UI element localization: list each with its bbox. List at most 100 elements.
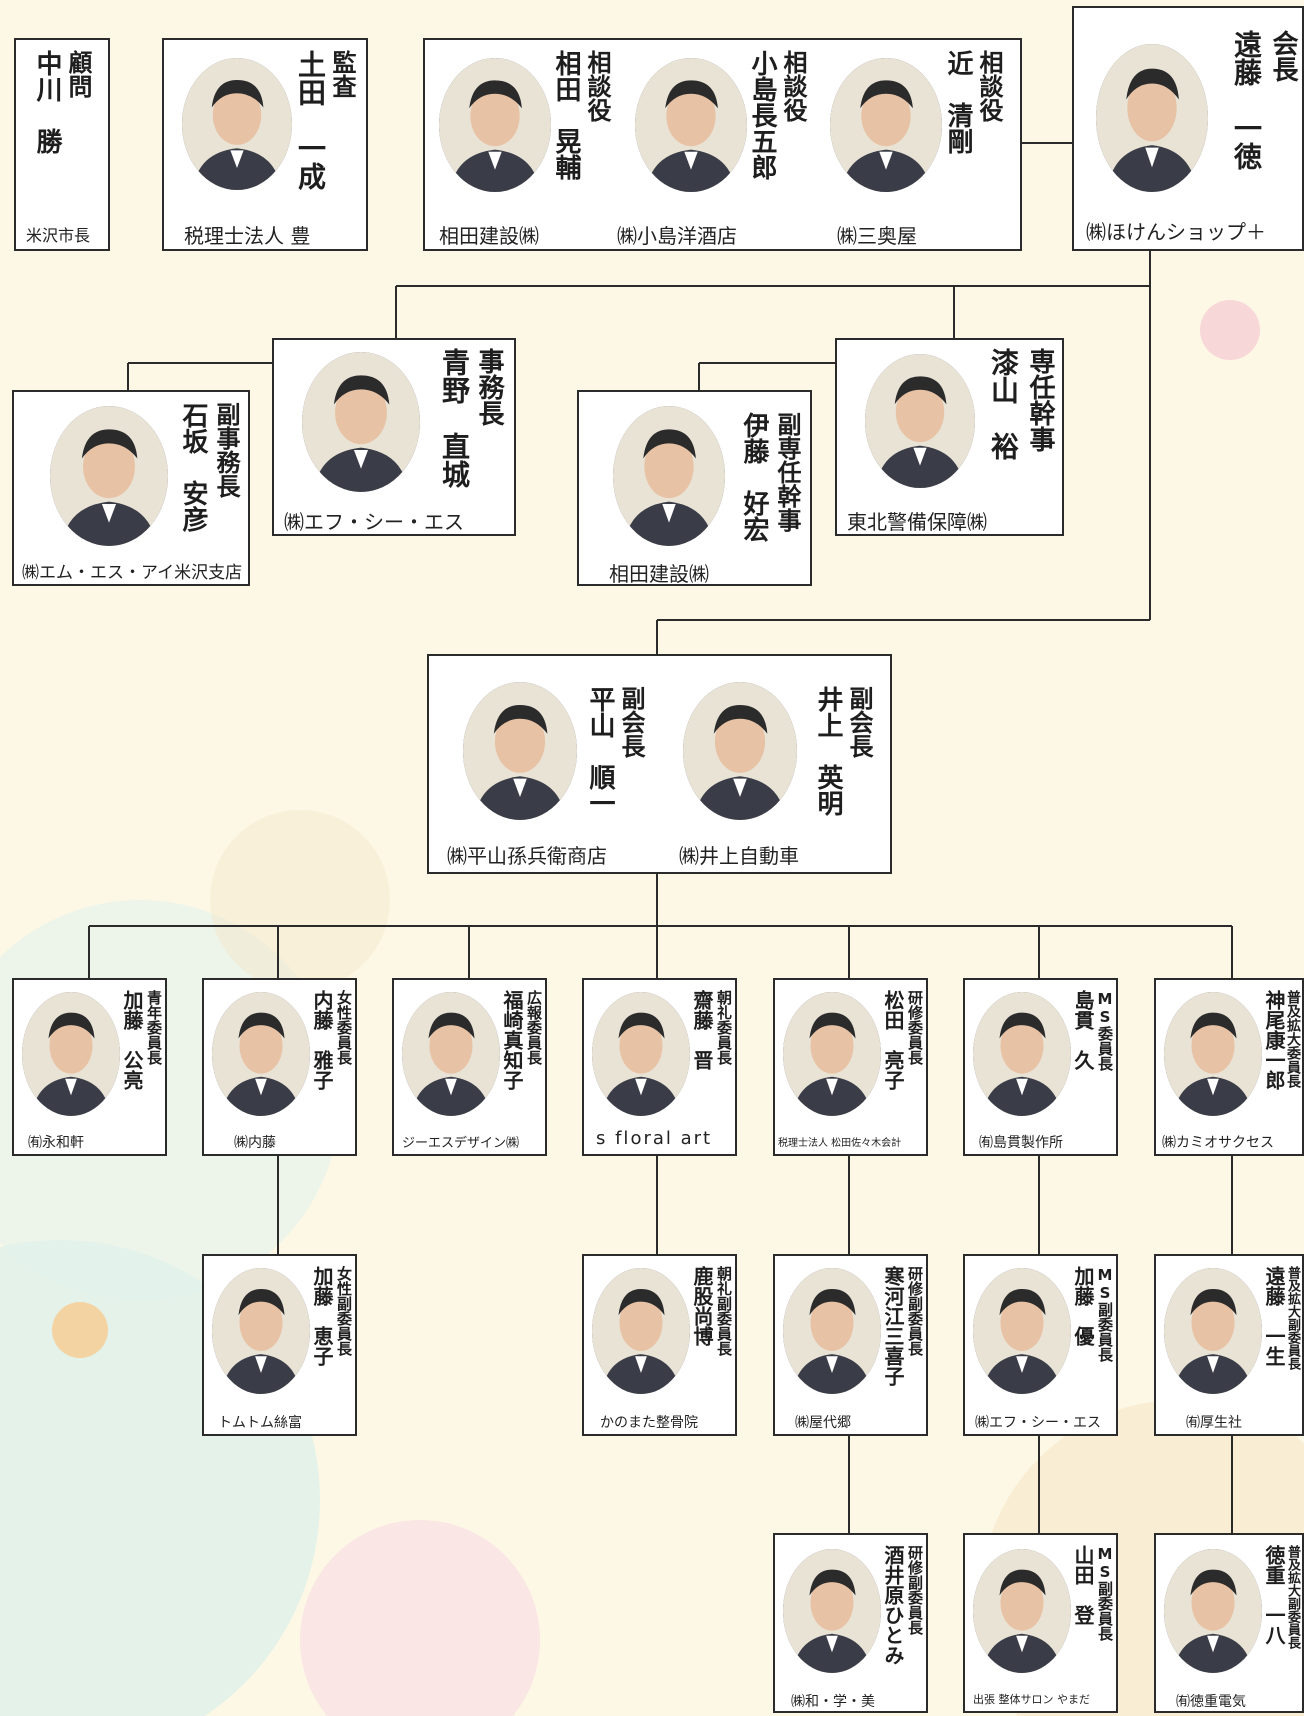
company: ㈱小島洋酒店 <box>617 224 737 248</box>
card-training-vice-chair-1: 寒河江三喜子 研修副委員長 ㈱屋代郷 <box>773 1254 928 1436</box>
name: 鹿股尚博 <box>690 1266 714 1346</box>
role: 専任幹事 <box>1025 348 1055 452</box>
card-morning-vice-chair: 鹿股尚博 朝礼副委員長 かのまた整骨院 <box>582 1254 737 1436</box>
name: 伊藤 好宏 <box>739 412 769 542</box>
card-vice-executive: 伊藤 好宏 副専任幹事 相田建設㈱ <box>577 390 812 586</box>
card-auditor: 土田 一成 監査 税理士法人 豊 <box>162 38 368 251</box>
name: 加藤 恵子 <box>310 1266 334 1366</box>
name: 齋藤 晋 <box>690 990 714 1070</box>
company: ㈲徳重電気 <box>1176 1694 1246 1710</box>
company: 出張 整体サロン やまだ <box>973 1693 1090 1706</box>
role: 相談役 <box>975 50 1003 122</box>
name: 酒井原ひとみ <box>881 1545 905 1665</box>
company: ㈲厚生社 <box>1186 1415 1242 1431</box>
portrait-photo <box>1164 1549 1262 1673</box>
company: ㈱井上自動車 <box>679 844 799 868</box>
role: 研修副委員長 <box>906 1266 924 1356</box>
role: 女性委員長 <box>335 990 353 1065</box>
portrait-photo <box>683 682 797 820</box>
name: 平山 順一 <box>585 686 615 816</box>
card-vice-presidents: 平山 順一 副会長 ㈱平山孫兵衛商店 井上 英明 副会長 ㈱井上自動車 <box>427 654 892 874</box>
company: ㈱エム・エス・アイ米沢支店 <box>22 563 243 583</box>
name: 松田 亮子 <box>881 990 905 1090</box>
role: 朝礼委員長 <box>715 990 733 1065</box>
card-executive: 漆山 裕 専任幹事 東北警備保障㈱ <box>835 338 1064 536</box>
name: 島貫 久 <box>1071 990 1095 1070</box>
role: 顧問 <box>64 50 92 98</box>
company: ㈱内藤 <box>234 1135 276 1151</box>
card-president: 遠藤 一徳 会長 ㈱ほけんショップ＋ <box>1072 6 1304 251</box>
role: 相談役 <box>779 50 807 122</box>
company: ㈱エフ・シー・エス <box>284 510 464 534</box>
name: 徳重 一八 <box>1262 1545 1286 1645</box>
name: 神尾康一郎 <box>1262 990 1286 1090</box>
card-vice-secretary: 石坂 安彦 副事務長 ㈱エム・エス・アイ米沢支店 <box>12 390 250 586</box>
card-consultants: 相田 晃輔 相談役 相田建設㈱ 小島長五郎 相談役 ㈱小島洋酒店 近 清剛 相談… <box>423 38 1022 251</box>
role: 普及拡大委員長 <box>1285 990 1301 1088</box>
card-women-vice-chair: 加藤 恵子 女性副委員長 トムトム絲富 <box>202 1254 357 1436</box>
card-pr-chair: 福崎真知子 広報委員長 ジーエスデザイン㈱ <box>392 978 547 1156</box>
card-expansion-vice-chair-1: 遠藤 一生 普及拡大副委員長 ㈲厚生社 <box>1154 1254 1304 1436</box>
portrait-photo <box>22 992 120 1116</box>
name: 加藤 公亮 <box>120 990 144 1090</box>
name: 青野 直城 <box>438 348 471 488</box>
portrait-photo <box>439 58 551 192</box>
name: 土田 一成 <box>294 50 327 190</box>
name: 中川 勝 <box>32 50 62 154</box>
name: 漆山 裕 <box>987 348 1020 460</box>
portrait-photo <box>592 992 690 1116</box>
card-expansion-chair: 神尾康一郎 普及拡大委員長 ㈱カミオサクセス <box>1154 978 1304 1156</box>
portrait-photo <box>830 58 942 192</box>
portrait-photo <box>212 992 310 1116</box>
name: 遠藤 一徳 <box>1230 30 1263 170</box>
company: ㈱屋代郷 <box>795 1415 851 1431</box>
card-women-chair: 内藤 雅子 女性委員長 ㈱内藤 <box>202 978 357 1156</box>
portrait-photo <box>463 682 577 820</box>
portrait-photo <box>402 992 500 1116</box>
name: 内藤 雅子 <box>310 990 334 1090</box>
company: ㈱平山孫兵衛商店 <box>447 844 607 868</box>
portrait-photo <box>635 58 747 192</box>
card-morning-chair: 齋藤 晋 朝礼委員長 s floral art <box>582 978 737 1156</box>
company: ㈱カミオサクセス <box>1162 1135 1274 1151</box>
role: 副会長 <box>617 686 645 758</box>
role: 相談役 <box>583 50 611 122</box>
company: ジーエスデザイン㈱ <box>402 1136 520 1151</box>
name: 近 清剛 <box>943 50 973 154</box>
card-expansion-vice-chair-2: 徳重 一八 普及拡大副委員長 ㈲徳重電気 <box>1154 1533 1304 1713</box>
company: 相田建設㈱ <box>609 562 709 586</box>
company: 相田建設㈱ <box>439 224 539 248</box>
portrait-photo <box>783 1549 881 1673</box>
portrait-photo <box>783 992 881 1116</box>
portrait-photo <box>865 354 975 488</box>
role: MS副委員長 <box>1096 1266 1114 1362</box>
portrait-photo <box>1164 1268 1262 1394</box>
role: 副専任幹事 <box>773 412 801 532</box>
name: 山田 登 <box>1071 1545 1095 1625</box>
portrait-photo <box>613 406 725 546</box>
name: 遠藤 一生 <box>1262 1266 1286 1366</box>
company: ㈱和・学・美 <box>791 1694 875 1710</box>
portrait-photo <box>783 1268 881 1394</box>
company: ㈲永和軒 <box>28 1135 84 1151</box>
company: 東北警備保障㈱ <box>847 510 987 534</box>
portrait-photo <box>973 1549 1071 1673</box>
company: ㈲島貫製作所 <box>979 1135 1063 1151</box>
company: ㈱エフ・シー・エス <box>975 1415 1101 1431</box>
role: 朝礼副委員長 <box>715 1266 733 1356</box>
name: 石坂 安彦 <box>178 402 208 532</box>
role: 会長 <box>1268 30 1298 82</box>
card-training-vice-chair-2: 酒井原ひとみ 研修副委員長 ㈱和・学・美 <box>773 1533 928 1713</box>
name: 井上 英明 <box>813 686 843 816</box>
card-ms-vice-chair-1: 加藤 優 MS副委員長 ㈱エフ・シー・エス <box>963 1254 1118 1436</box>
company: トムトム絲富 <box>218 1415 302 1431</box>
portrait-photo <box>1164 992 1262 1116</box>
name: 小島長五郎 <box>747 50 777 180</box>
portrait-photo <box>1096 44 1208 192</box>
role: 監査 <box>328 50 356 98</box>
card-ms-vice-chair-2: 山田 登 MS副委員長 出張 整体サロン やまだ <box>963 1533 1118 1713</box>
name: 福崎真知子 <box>500 990 524 1090</box>
card-advisor: 中川 勝 顧問 米沢市長 <box>14 38 110 251</box>
role: 副会長 <box>845 686 873 758</box>
